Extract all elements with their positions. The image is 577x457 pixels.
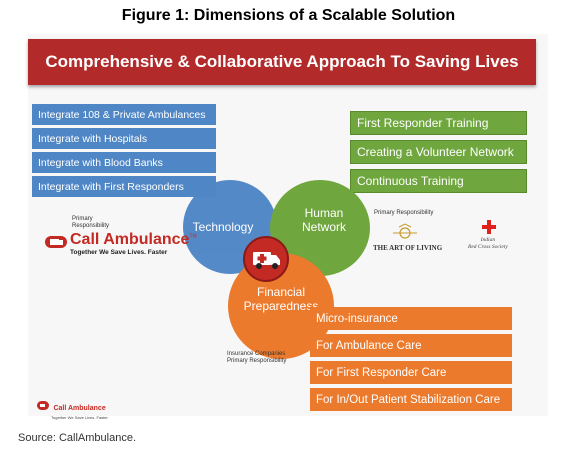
human-label-line1: Human xyxy=(304,206,344,220)
technology-item: Integrate with Blood Banks xyxy=(32,152,216,173)
financial-label-line2: Preparedness xyxy=(243,299,319,313)
call-ambulance-small-text: Call Ambulance xyxy=(53,405,106,412)
ambulance-icon xyxy=(243,236,289,282)
art-of-living-text: THE ART OF LIVING xyxy=(373,244,443,252)
technology-label: Technology xyxy=(192,220,254,234)
call-ambulance-tagline: Together We Save Lives. Faster xyxy=(70,249,168,256)
red-cross-society-text: Indian Red Cross Society xyxy=(468,237,508,250)
art-of-living-emblem-icon xyxy=(393,223,417,239)
art-of-living-logo: THE ART OF LIVING xyxy=(373,223,442,252)
financial-item: For In/Out Patient Stabilization Care xyxy=(310,388,512,411)
financial-label-line1: Financial xyxy=(256,285,306,299)
call-ambulance-small-tagline: Together We Save Lives. Faster xyxy=(51,415,108,420)
human-network-item: Creating a Volunteer Network xyxy=(350,140,527,164)
human-network-item: First Responder Training xyxy=(350,111,527,135)
call-ambulance-logo-icon xyxy=(45,234,67,255)
call-ambulance-logo-text: Call Ambulance xyxy=(70,231,190,248)
trademark-mark: TM xyxy=(189,233,197,240)
financial-item: Micro-insurance xyxy=(310,307,512,330)
source-note: Source: CallAmbulance. xyxy=(18,432,137,444)
technology-item: Integrate 108 & Private Ambulances xyxy=(32,104,216,125)
insurance-responsibility-label: Insurance Companies Primary Responsibili… xyxy=(227,351,287,364)
primary-responsibility-label: Primary Responsibility xyxy=(72,216,110,229)
red-cross-icon xyxy=(482,220,496,239)
human-label-line2: Network xyxy=(301,220,346,234)
technology-item: Integrate with Hospitals xyxy=(32,128,216,149)
primary-responsibility-right-label: Primary Responsibility xyxy=(374,210,434,216)
technology-item: Integrate with First Responders xyxy=(32,176,216,197)
human-network-item: Continuous Training xyxy=(350,169,527,193)
banner-title: Comprehensive & Collaborative Approach T… xyxy=(28,39,536,85)
financial-item: For First Responder Care xyxy=(310,361,512,384)
financial-item: For Ambulance Care xyxy=(310,334,512,357)
figure-title: Figure 1: Dimensions of a Scalable Solut… xyxy=(121,7,456,24)
call-ambulance-logo: Call AmbulanceTM Together We Save Lives.… xyxy=(70,231,197,256)
call-ambulance-small-icon xyxy=(37,401,49,411)
call-ambulance-small-logo: Call Ambulance Together We Save Lives. F… xyxy=(37,397,108,420)
